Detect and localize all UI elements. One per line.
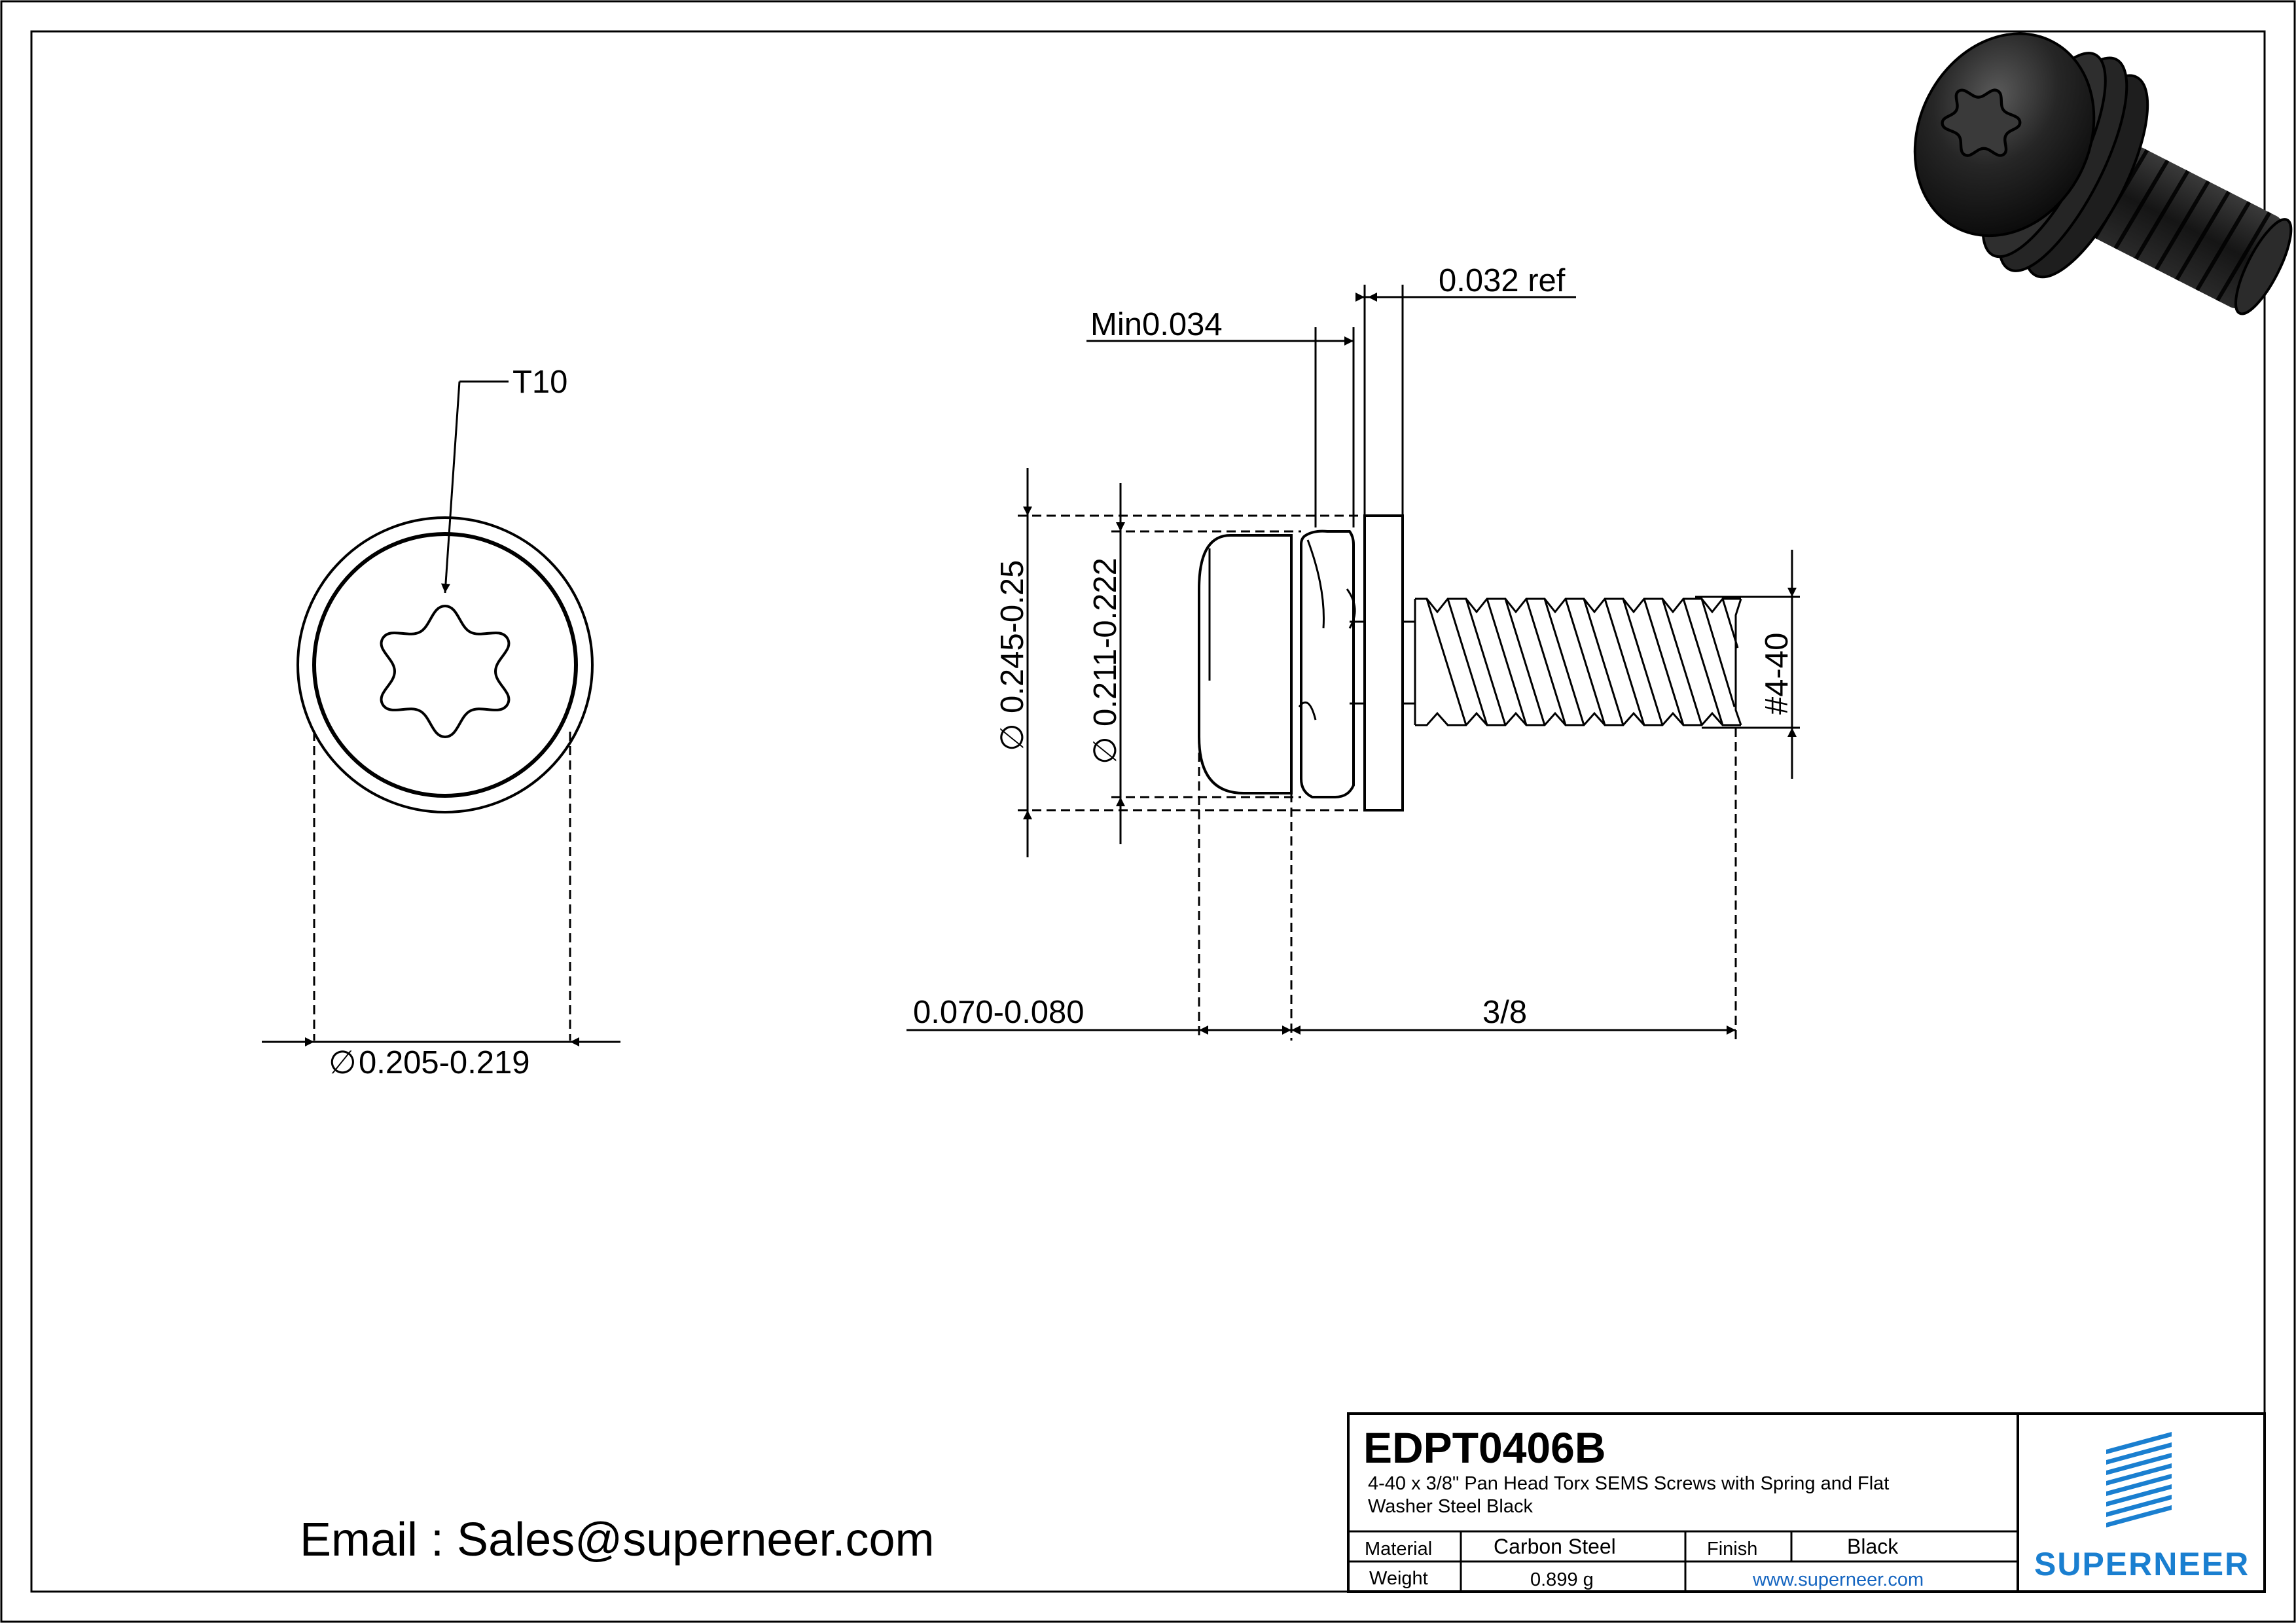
head-height-label: 0.070-0.080 (913, 995, 1085, 1030)
contact-email[interactable]: Email : Sales@superneer.com (300, 1514, 935, 1566)
spring-washer-outline (1300, 529, 1355, 798)
title-block: EDPT0406B 4-40 x 3/8" Pan Head Torx SEMS… (1347, 1412, 2266, 1593)
flat-washer-thickness-label: 0.032 ref (1439, 263, 1566, 298)
thread-flanks (1426, 598, 1739, 726)
flat-washer-diameter-symbol: ∅ (995, 723, 1030, 751)
website-link[interactable]: www.superneer.com (1752, 1569, 1924, 1590)
thread-size-label: #4-40 (1759, 633, 1795, 715)
part-number: EDPT0406B (1363, 1423, 1606, 1472)
spring-washer-diameter-label: 0.211-0.222 (1088, 558, 1123, 726)
head-diameter-label: 0.205-0.219 (359, 1045, 530, 1080)
render-torx-icon (1941, 88, 2022, 157)
length-label: 3/8 (1482, 995, 1527, 1030)
flat-washer-outline (1363, 514, 1404, 812)
screw-3d-render (1913, 32, 2293, 315)
finish-value: Black (1847, 1535, 1899, 1558)
side-view: 0.032 ref Min0.034 0.245-0.25 ∅ 0.211-0.… (906, 263, 1800, 1041)
weight-label: Weight (1369, 1568, 1428, 1589)
sheet-inner-border (30, 30, 2266, 1593)
end-view-outer-circle (296, 516, 594, 813)
spring-washer-diameter-symbol: ∅ (1088, 736, 1123, 764)
drive-size-label: T10 (512, 365, 567, 400)
flat-washer-diameter-label: 0.245-0.25 (995, 560, 1030, 713)
description-line2: Washer Steel Black (1368, 1496, 1533, 1517)
material-value: Carbon Steel (1494, 1535, 1616, 1558)
end-view: T10 ∅ 0.205-0.219 (262, 365, 620, 1080)
thread-crests-bottom (1415, 711, 1741, 726)
finish-label: Finish (1707, 1539, 1757, 1560)
brand-name: SUPERNEER (2034, 1546, 2250, 1582)
torx-recess-icon (380, 604, 511, 739)
description-line1: 4-40 x 3/8" Pan Head Torx SEMS Screws wi… (1368, 1473, 1889, 1494)
superneer-stripes-logo (2106, 1432, 2172, 1527)
screw-head-outline (1198, 534, 1293, 794)
material-label: Material (1365, 1539, 1432, 1560)
end-view-inner-circle (312, 532, 578, 798)
weight-value: 0.899 g (1530, 1569, 1594, 1590)
head-diameter-symbol: ∅ (329, 1045, 357, 1080)
thread-crests-top (1415, 597, 1741, 614)
spring-washer-thickness-label: Min0.034 (1090, 307, 1223, 342)
